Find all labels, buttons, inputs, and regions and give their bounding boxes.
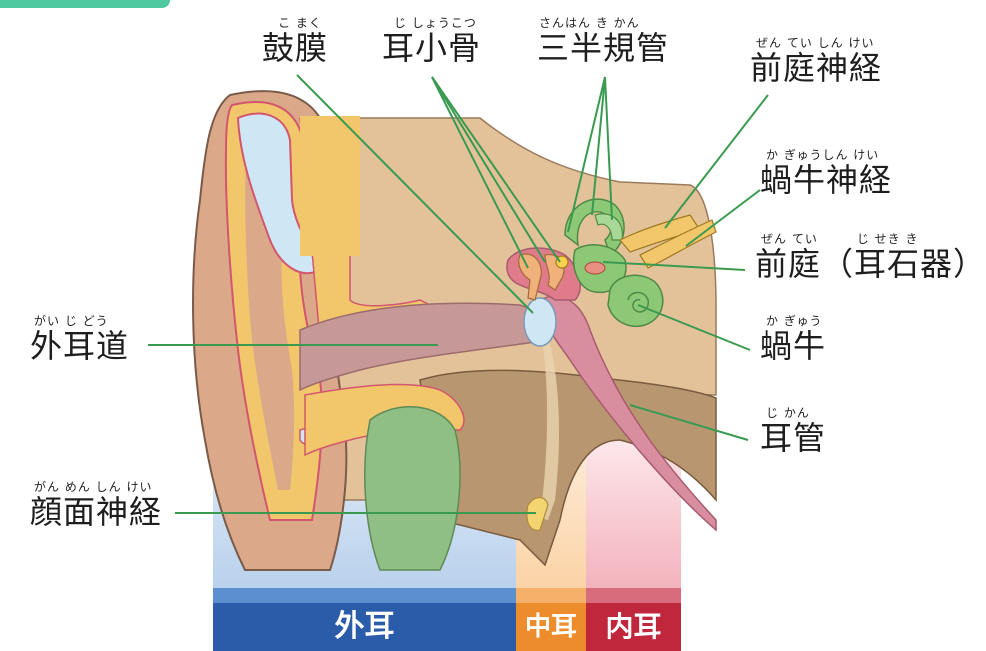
label-jishoukotsu: じ しょうこつ 耳小骨 xyxy=(382,16,481,66)
ruby-zentei: ぜん てい じ せき き xyxy=(755,232,986,246)
label-jikan: じ かん 耳管 xyxy=(760,406,826,456)
region-label-inner: 内耳 xyxy=(586,603,681,651)
label-kagyu: か ぎゅう 蝸牛 xyxy=(760,314,826,364)
text-gaijidou: 外耳道 xyxy=(30,328,129,364)
parotid-gland xyxy=(365,407,460,570)
text-komaku: 鼓膜 xyxy=(262,30,328,66)
text-sanhankikan: 三半規管 xyxy=(537,30,669,66)
label-komaku: こ まく 鼓膜 xyxy=(262,16,328,66)
text-kagyushinkei: 蝸牛神経 xyxy=(760,162,892,198)
region-label-middle: 中耳 xyxy=(516,603,586,651)
otolith-organ xyxy=(585,262,605,274)
ruby-kagyu: か ぎゅう xyxy=(760,314,826,328)
ruby-komaku: こ まく xyxy=(262,16,328,30)
text-jishoukotsu: 耳小骨 xyxy=(382,30,481,66)
ruby-jishoukotsu: じ しょうこつ xyxy=(382,16,481,30)
leader-zenteishinkei xyxy=(665,95,768,228)
label-sanhankikan: さんはん き かん 三半規管 xyxy=(537,16,669,66)
eardrum xyxy=(524,298,556,346)
ruby-ganmenshinkei: がん めん しん けい xyxy=(30,480,162,494)
text-kagyu: 蝸牛 xyxy=(760,328,826,364)
ruby-sanhankikan: さんはん き かん xyxy=(537,16,669,30)
label-zentei: ぜん てい じ せき き 前庭（耳石器） xyxy=(755,232,986,282)
label-zenteishinkei: ぜん てい しん けい 前庭神経 xyxy=(750,36,882,86)
outer-bar-top xyxy=(213,588,516,603)
text-zenteishinkei: 前庭神経 xyxy=(750,50,882,86)
ruby-gaijidou: がい じ どう xyxy=(30,314,129,328)
label-ganmenshinkei: がん めん しん けい 顔面神経 xyxy=(30,480,162,530)
middle-bar-top xyxy=(516,588,586,603)
skull-top-band xyxy=(300,116,360,256)
region-label-outer: 外耳 xyxy=(213,603,516,651)
text-ganmenshinkei: 顔面神経 xyxy=(30,494,162,530)
ruby-zenteishinkei: ぜん てい しん けい xyxy=(750,36,882,50)
label-gaijidou: がい じ どう 外耳道 xyxy=(30,314,129,364)
ruby-jikan: じ かん xyxy=(760,406,826,420)
inner-bar-top xyxy=(586,588,681,603)
ruby-kagyushinkei: か ぎゅうしん けい xyxy=(760,148,892,162)
text-zentei: 前庭（耳石器） xyxy=(755,246,986,282)
text-jikan: 耳管 xyxy=(760,420,826,456)
label-kagyushinkei: か ぎゅうしん けい 蝸牛神経 xyxy=(760,148,892,198)
